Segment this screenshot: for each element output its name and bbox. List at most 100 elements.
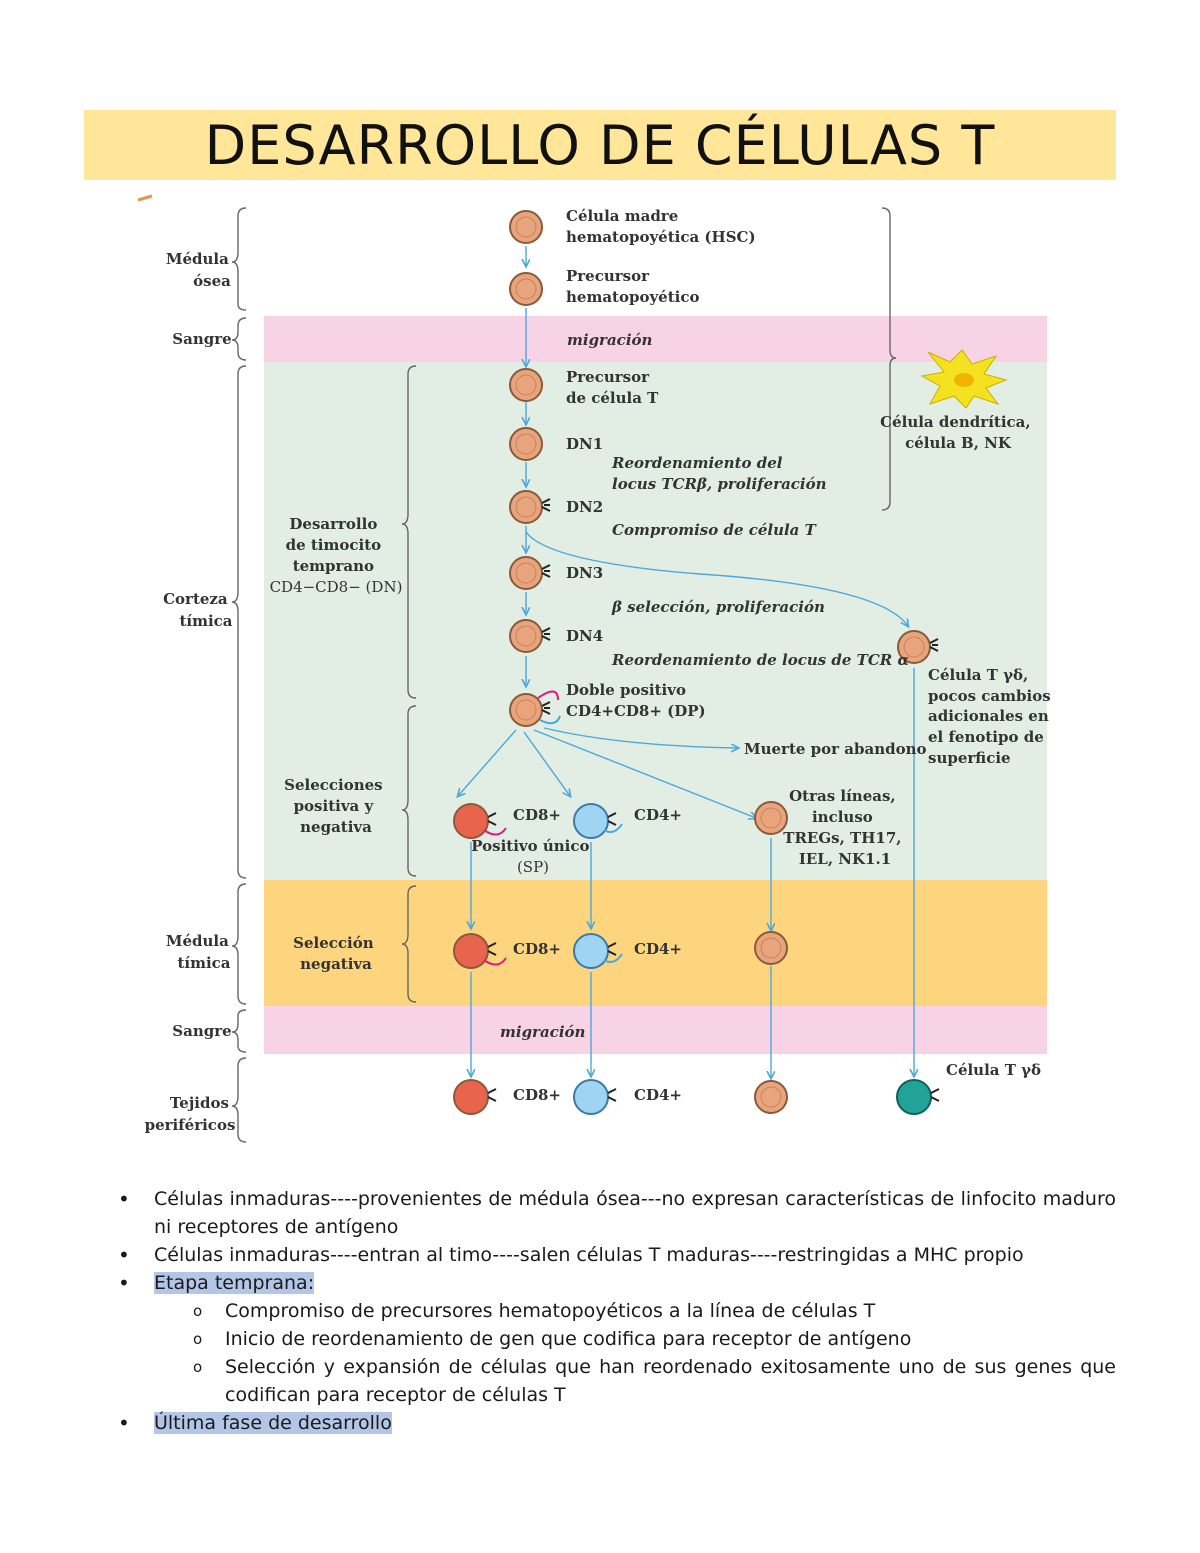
region-label-line: tímica xyxy=(179,612,232,630)
event-reord-tcra: Reordenamiento de locus de TCR α xyxy=(611,651,909,669)
cell-label-line: (SP) xyxy=(517,858,549,876)
stage-label-line: de timocito xyxy=(286,536,382,554)
cell-label-line: de célula T xyxy=(566,389,659,407)
cell-label-line: Célula madre xyxy=(566,207,678,225)
bullet-text: Compromiso de precursores hematopoyético… xyxy=(225,1300,876,1322)
cell-precursor xyxy=(509,272,543,306)
bullet-text-highlighted: Última fase de desarrollo xyxy=(154,1412,392,1434)
cell-label-line: Célula dendrítica, xyxy=(880,413,1030,431)
label-dp: Doble positivo CD4+CD8+ (DP) xyxy=(566,681,706,720)
cell-gd-final xyxy=(896,1079,932,1115)
label-cd4-sp: CD4+ xyxy=(634,806,682,824)
cell-label-line: célula B, NK xyxy=(905,434,1012,452)
label-otras: Otras líneas, incluso TREGs, TH17, IEL, … xyxy=(783,787,906,868)
sub-bullet-item: Inicio de reordenamiento de gen que codi… xyxy=(118,1325,1116,1353)
label-precursor-t: Precursor de célula T xyxy=(566,368,659,407)
stage-label-desarrollo: Desarrollo de timocito temprano CD4−CD8−… xyxy=(270,515,403,596)
cell-otras-med xyxy=(754,931,788,965)
cell-label-line: Otras líneas, xyxy=(789,787,896,805)
band-blood-2 xyxy=(264,1006,1047,1054)
orange-mark xyxy=(137,194,153,202)
stage-label-line: Desarrollo xyxy=(289,515,377,533)
cell-precursor-t xyxy=(509,368,543,402)
event-label-line: locus TCRβ, proliferación xyxy=(612,475,827,493)
cell-cd8-final xyxy=(453,1079,489,1115)
label-cd8-sp: CD8+ xyxy=(513,806,561,824)
cell-label-line: incluso xyxy=(812,808,873,826)
region-label-sangre-2: Sangre xyxy=(172,1022,231,1040)
label-precursor: Precursor hematopoyético xyxy=(566,267,700,306)
title-banner: DESARROLLO DE CÉLULAS T xyxy=(84,110,1116,180)
label-cd4-final: CD4+ xyxy=(634,1086,682,1104)
region-label-medula-osea: Médula ósea xyxy=(166,250,234,290)
cell-otras-final xyxy=(754,1080,788,1114)
event-muerte: Muerte por abandono xyxy=(744,740,927,758)
cell-dn3 xyxy=(509,556,543,590)
cell-dn4 xyxy=(509,619,543,653)
stage-braces xyxy=(401,365,417,1003)
label-dn2: DN2 xyxy=(566,498,603,516)
stage-label-line: CD4−CD8− (DN) xyxy=(270,578,403,596)
bullet-text: Inicio de reordenamiento de gen que codi… xyxy=(225,1328,912,1350)
cell-label-line: Precursor xyxy=(566,368,650,386)
stage-label-line: Selecciones xyxy=(284,776,382,794)
sub-bullet-item: Selección y expansión de células que han… xyxy=(118,1353,1116,1409)
region-label-medula-timica: Médula tímica xyxy=(166,932,234,972)
cell-cd8-sp xyxy=(453,803,489,839)
label-dn1: DN1 xyxy=(566,435,603,453)
region-label-line: Médula xyxy=(166,932,229,950)
region-label-line: ósea xyxy=(193,272,231,290)
cell-dn2 xyxy=(509,490,543,524)
band-medulla xyxy=(264,880,1047,1006)
cell-cd8-med xyxy=(453,933,489,969)
cell-label-line: Doble positivo xyxy=(566,681,686,699)
region-label-tejidos: Tejidos periféricos xyxy=(145,1094,236,1134)
coreceptors xyxy=(483,690,623,966)
receptors xyxy=(487,498,940,1102)
bullet-item: Células inmaduras----provenientes de méd… xyxy=(118,1185,1116,1241)
bullet-list: Células inmaduras----provenientes de méd… xyxy=(118,1185,1116,1437)
event-reord-tcrb: Reordenamiento del locus TCRβ, prolifera… xyxy=(611,454,827,493)
band-blood-1 xyxy=(264,316,1047,362)
event-beta-sel: β selección, proliferación xyxy=(611,598,825,616)
region-label-line: Corteza xyxy=(163,590,228,608)
bullet-text-highlighted: Etapa temprana: xyxy=(154,1272,315,1294)
region-label-line: Médula xyxy=(166,250,229,268)
page-title: DESARROLLO DE CÉLULAS T xyxy=(204,113,996,177)
cell-label-line: el fenotipo de xyxy=(928,728,1044,746)
cells xyxy=(453,210,932,1115)
bullet-item: Etapa temprana: xyxy=(118,1269,1116,1297)
region-label-line: Tejidos xyxy=(170,1094,229,1112)
band-cortex xyxy=(264,362,1047,880)
stage-label-line: negativa xyxy=(300,955,372,973)
cell-cd4-sp xyxy=(573,803,609,839)
stage-label-line: temprano xyxy=(293,557,374,575)
label-sp: Positivo único (SP) xyxy=(471,837,594,876)
cell-hsc xyxy=(509,210,543,244)
region-label-line: Sangre xyxy=(172,330,231,348)
label-gd-final: Célula T γδ xyxy=(946,1061,1041,1079)
region-label-line: periféricos xyxy=(145,1116,236,1134)
cell-label-line: Positivo único xyxy=(471,837,589,855)
cell-cd4-final xyxy=(573,1079,609,1115)
label-cd8-final: CD8+ xyxy=(513,1086,561,1104)
cell-label-line: Precursor xyxy=(566,267,650,285)
region-label-sangre: Sangre xyxy=(172,330,231,348)
stage-label-selecciones: Selecciones positiva y negativa xyxy=(284,776,388,836)
event-compromiso: Compromiso de célula T xyxy=(612,521,818,539)
label-cd4-med: CD4+ xyxy=(634,940,682,958)
label-dn3: DN3 xyxy=(566,564,603,582)
region-label-line: tímica xyxy=(177,954,230,972)
sub-bullet-item: Compromiso de precursores hematopoyético… xyxy=(118,1297,1116,1325)
region-label-line: Sangre xyxy=(172,1022,231,1040)
bullet-item: Última fase de desarrollo xyxy=(118,1409,1116,1437)
cell-label-line: Célula T γδ, xyxy=(928,666,1028,684)
cell-label-line: hematopoyética (HSC) xyxy=(566,228,756,246)
region-braces xyxy=(231,207,247,1143)
label-dendritica: Célula dendrítica, célula B, NK xyxy=(880,413,1036,452)
label-gd-cortex: Célula T γδ, pocos cambios adicionales e… xyxy=(928,666,1056,767)
bullet-text: Células inmaduras----provenientes de méd… xyxy=(154,1188,1116,1238)
band-label-migracion-2: migración xyxy=(500,1023,585,1041)
cell-label-line: CD4+CD8+ (DP) xyxy=(566,702,706,720)
